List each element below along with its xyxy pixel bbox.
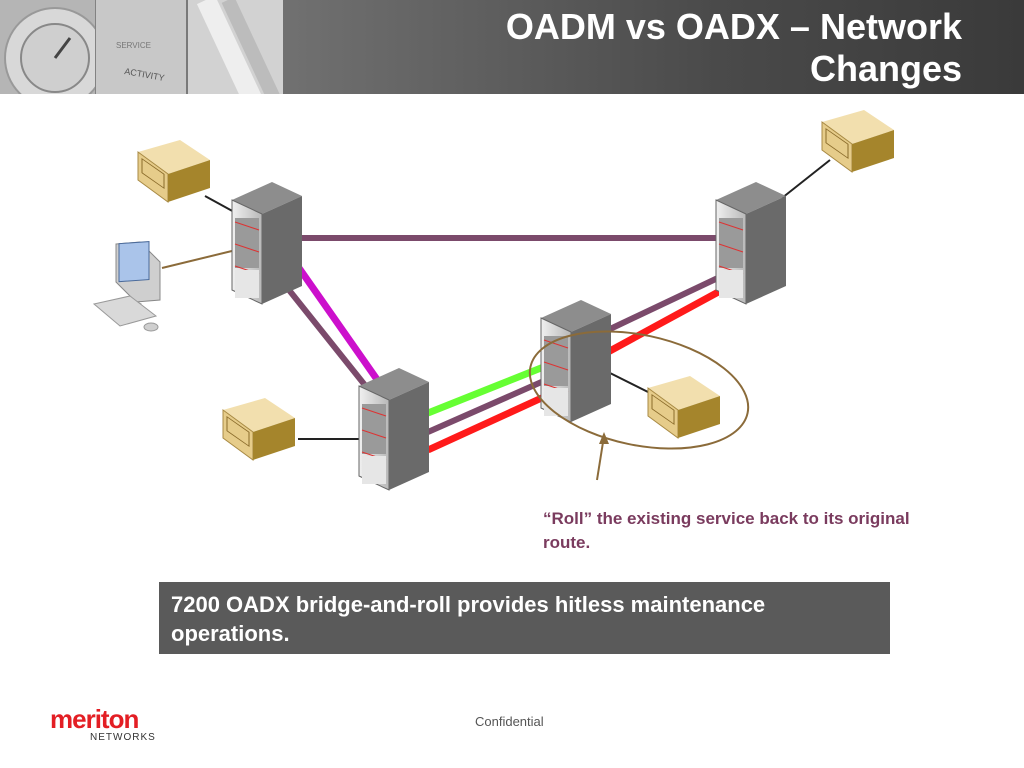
- network-diagram: [92, 109, 895, 491]
- highlight-ellipse: [528, 330, 750, 450]
- client-box-top-right: [821, 109, 895, 173]
- client-box-bottom-left: [222, 397, 296, 461]
- link-bottom-left-center-protect: [426, 392, 548, 454]
- link-top-left-bottom-left: [286, 288, 375, 396]
- meriton-logo: meriton NETWORKS: [50, 706, 156, 744]
- header-photo-ruler: [188, 0, 283, 94]
- tributary-center-box: [607, 371, 651, 394]
- confidential-label: Confidential: [475, 714, 544, 729]
- tributary-workstation: [161, 249, 237, 269]
- logo-sub-text: NETWORKS: [90, 732, 156, 743]
- callout-box: 7200 OADX bridge-and-roll provides hitle…: [159, 582, 890, 654]
- header-photo-service-label: SERVICE: [116, 41, 151, 50]
- tributary-top-left-box: [204, 195, 237, 214]
- logo-main-text: meriton: [50, 704, 139, 734]
- header-photo-dial: [0, 0, 95, 94]
- roll-annotation: “Roll” the existing service back to its …: [543, 509, 910, 552]
- tributary-top-right-box: [781, 159, 831, 199]
- oadx-switch-top-left: [231, 181, 303, 305]
- link-center-top-right: [606, 273, 724, 333]
- oadx-switch-top-right: [715, 181, 787, 305]
- slide-header: SERVICE ACTIVITY OADM vs OADX – Network …: [0, 0, 1024, 94]
- header-photo-form: SERVICE ACTIVITY: [96, 0, 186, 94]
- annotation-arrowhead: [599, 432, 609, 444]
- oadx-switch-bottom-left: [358, 367, 430, 491]
- workstation-computer: [92, 241, 161, 332]
- link-center-top-right-protect: [606, 286, 724, 356]
- oadx-switch-center: [540, 299, 612, 423]
- slide-title: OADM vs OADX – Network Changes: [505, 6, 962, 89]
- link-top-left-bottom-left-bridged: [296, 265, 386, 391]
- client-box-center: [647, 375, 721, 439]
- link-bottom-left-center-rolled: [426, 362, 548, 417]
- client-box-top-left: [137, 139, 211, 203]
- link-bottom-left-center: [426, 377, 548, 435]
